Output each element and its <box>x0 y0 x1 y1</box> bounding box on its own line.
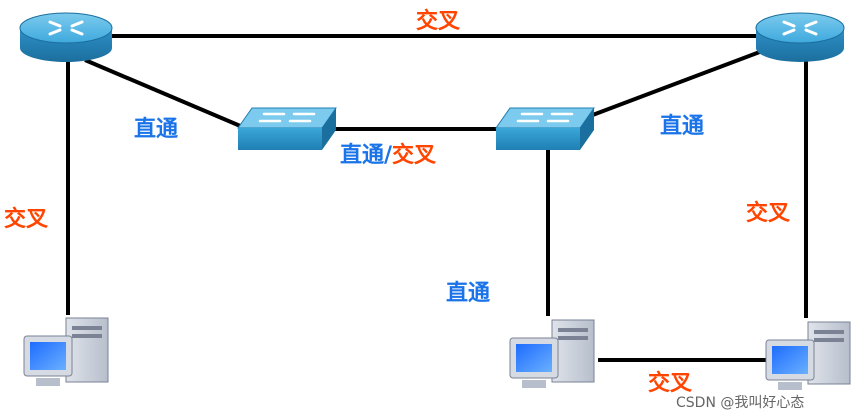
label-switch-pc: 直通 <box>446 280 490 306</box>
label-pc-pc: 交叉 <box>648 370 692 396</box>
label-switch-switch-part1: 直通/交叉 <box>340 142 436 168</box>
pc-icon[interactable] <box>23 317 109 386</box>
label-top-link: 交叉 <box>416 8 460 34</box>
switch-icon[interactable] <box>237 107 337 150</box>
label-left-vertical: 交叉 <box>4 206 48 232</box>
cables <box>66 34 808 362</box>
label-switch-switch-cross: 交叉 <box>392 142 436 168</box>
label-left-router-switch: 直通 <box>134 116 178 142</box>
label-right-vertical: 交叉 <box>746 200 790 226</box>
router-icon[interactable] <box>19 12 113 62</box>
pc-icon[interactable] <box>509 319 595 388</box>
cable-right-router-switch <box>589 48 766 118</box>
router-icon[interactable] <box>755 12 845 62</box>
watermark: CSDN @我叫好心态 <box>676 395 804 411</box>
switch-icon[interactable] <box>495 107 595 150</box>
label-right-router-switch: 直通 <box>660 113 704 139</box>
pc-icon[interactable] <box>765 321 851 390</box>
cable-left-router-switch <box>84 58 246 130</box>
label-switch-switch-straight: 直通/ <box>340 142 393 168</box>
